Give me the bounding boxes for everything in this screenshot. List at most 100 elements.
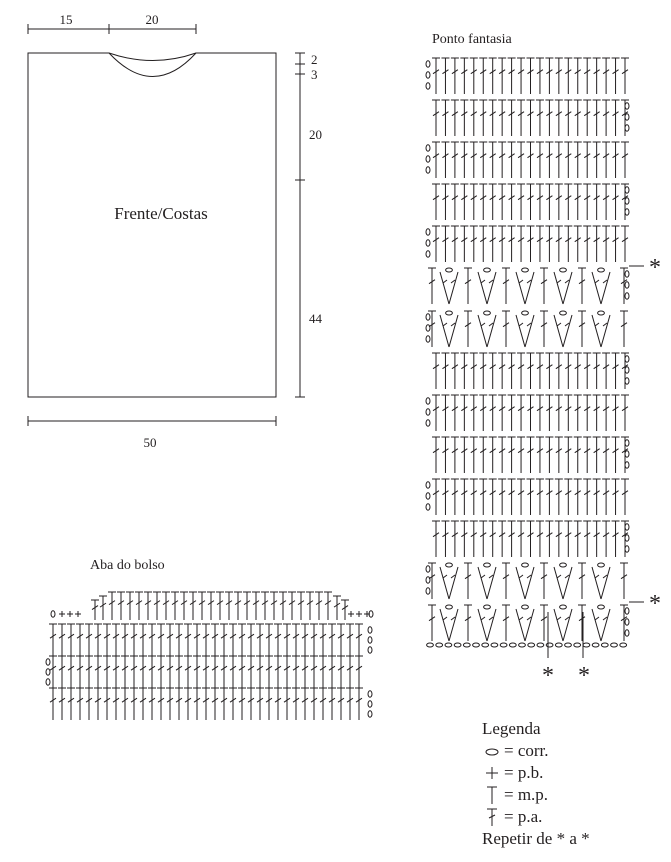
stitch-bar [489, 532, 496, 538]
double-crochet-stitch [469, 141, 478, 178]
stitch-bar [94, 633, 102, 639]
double-crochet-stitch [498, 57, 507, 94]
v-bar [442, 574, 448, 579]
double-crochet-stitch [460, 478, 469, 515]
chain-stitch [425, 565, 431, 573]
stitch-bar [292, 697, 300, 703]
stitch-bar [578, 616, 586, 622]
v-right-post [562, 314, 573, 348]
stitch-bar [565, 448, 572, 454]
double-crochet-stitch [502, 310, 510, 347]
double-crochet-stitch [283, 623, 291, 656]
stitch-bar [442, 153, 449, 159]
stitch-bar [148, 665, 156, 671]
double-crochet-stitch [583, 478, 592, 515]
double-crochet-stitch [301, 623, 309, 656]
stitch-bar [555, 153, 563, 159]
stitch-bar [261, 600, 269, 606]
stitch-bar [508, 69, 515, 75]
double-crochet-stitch [479, 394, 488, 431]
double-crochet-stitch [432, 394, 440, 431]
double-crochet-stitch [573, 478, 582, 515]
double-crochet-stitch [479, 520, 488, 557]
double-crochet-stitch [441, 520, 450, 557]
v-right-post [486, 271, 497, 305]
v-stitch-group [439, 566, 459, 600]
chain-symbol-icon [485, 748, 499, 756]
stitch-bar [583, 153, 591, 159]
double-crochet-stitch [252, 591, 260, 620]
v-stitch-group [515, 608, 535, 642]
double-crochet-stitch [583, 225, 592, 262]
stitch-bar [470, 406, 478, 412]
stitch-bar [166, 633, 174, 639]
stitch-bar [265, 665, 273, 671]
stitch-bar [428, 616, 436, 622]
stitch-bar [211, 665, 219, 671]
double-crochet-stitch [488, 352, 497, 389]
double-crochet-stitch [479, 352, 488, 389]
chain-stitch [425, 492, 431, 500]
stitch-bar [489, 364, 496, 370]
double-crochet-stitch [207, 591, 215, 620]
double-crochet-stitch [355, 623, 363, 656]
stitch-bar [621, 406, 629, 412]
double-crochet-stitch [479, 141, 488, 178]
double-crochet-stitch [602, 436, 611, 473]
stitch-bar [461, 237, 468, 243]
v-right-post [448, 608, 459, 642]
stitch-bar [432, 364, 440, 370]
double-crochet-stitch [103, 687, 111, 720]
stitch-bar [121, 665, 129, 671]
stitch-bar [620, 574, 628, 580]
double-crochet-stitch [220, 623, 228, 656]
v-left-post [553, 271, 564, 305]
stitch-bar [432, 448, 440, 454]
v-right-post [524, 314, 535, 348]
stitch-bar [49, 697, 57, 703]
v-bar [450, 616, 456, 621]
double-crochet-stitch [202, 655, 210, 688]
stitch-bar [337, 633, 345, 639]
double-crochet-stitch [130, 623, 138, 656]
stitch-bar [461, 448, 468, 454]
stitch-bar [442, 69, 449, 75]
stitch-bar [574, 195, 582, 201]
chain-stitch [425, 503, 431, 511]
double-crochet-stitch [602, 99, 611, 136]
double-crochet-stitch [564, 57, 573, 94]
v-bar [594, 574, 600, 579]
double-crochet-stitch [319, 655, 327, 688]
double-crochet-stitch [488, 225, 497, 262]
v-bar [450, 322, 456, 327]
stitch-bar [67, 665, 75, 671]
stitch-bar [527, 364, 534, 370]
stitch-bar [247, 633, 255, 639]
double-crochet-stitch [432, 57, 440, 94]
chain-stitch [425, 239, 431, 247]
chain-stitch [426, 642, 434, 648]
stitch-bar [355, 697, 363, 703]
stitch-bar [464, 616, 472, 622]
stitch-bar [498, 532, 506, 538]
repeat-marker-bottom: * [649, 591, 661, 617]
double-crochet-stitch [526, 99, 535, 136]
stitch-bar [498, 364, 506, 370]
stitch-bar [593, 237, 600, 243]
stitch-bar [202, 665, 210, 671]
double-crochet-stitch [621, 57, 629, 94]
single-crochet-stitch [348, 611, 354, 617]
v-right-post [562, 608, 573, 642]
stitch-bar [502, 574, 510, 580]
double-crochet-stitch [488, 478, 497, 515]
stitch-bar [76, 665, 84, 671]
stitch-bar [498, 153, 506, 159]
stitch-bar [442, 364, 449, 370]
chain-stitch [425, 587, 431, 595]
double-crochet-stitch [620, 267, 628, 304]
double-crochet-stitch [526, 225, 535, 262]
double-crochet-stitch [498, 183, 507, 220]
stitch-bar [527, 111, 534, 117]
stitch-bar [479, 406, 487, 412]
stitch-bar [527, 406, 534, 412]
